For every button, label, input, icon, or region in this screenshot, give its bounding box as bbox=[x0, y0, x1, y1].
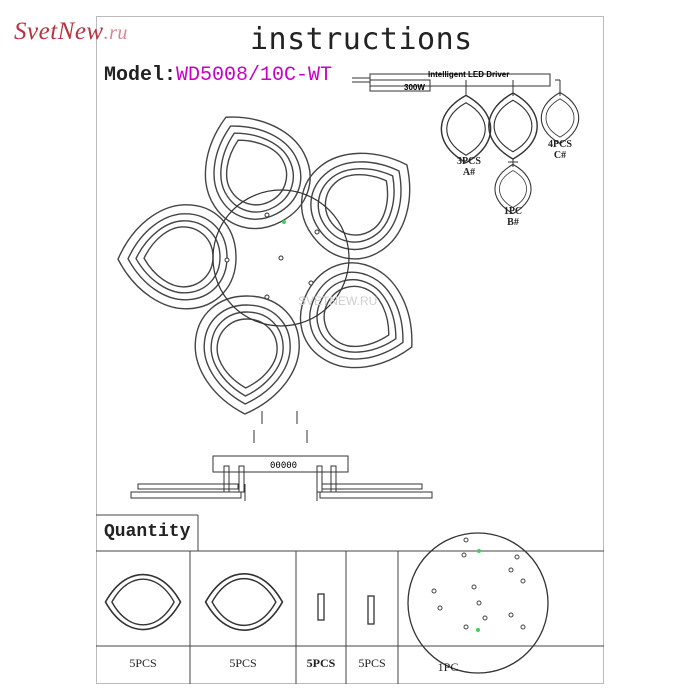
qty-count-b: 5PCS bbox=[229, 656, 257, 670]
document-frame bbox=[96, 16, 604, 684]
module-a bbox=[440, 94, 492, 164]
qty-module-b bbox=[204, 573, 284, 631]
model-line: Model:WD5008/10C-WT bbox=[104, 64, 332, 87]
qty-screw bbox=[317, 593, 325, 621]
module-a-2 bbox=[488, 92, 538, 160]
petal-left bbox=[115, 202, 239, 312]
driver-power: 300W bbox=[404, 83, 425, 92]
qty-count-a: 5PCS bbox=[129, 656, 157, 670]
quantity-title: Quantity bbox=[104, 522, 191, 542]
qty-base-plate bbox=[407, 532, 549, 674]
qty-module-a bbox=[104, 573, 182, 631]
page-title: instructions bbox=[250, 22, 473, 57]
driver-name: Intelligent LED Driver bbox=[428, 70, 509, 79]
qty-count-rod: 5PCS bbox=[358, 656, 386, 670]
qty-count-plate: 1PC bbox=[437, 660, 459, 674]
base-connector-label: 00000 bbox=[270, 461, 297, 471]
svetnew-logo: SvetNew.ru bbox=[14, 18, 128, 45]
qty-count-screw: 5PCS bbox=[306, 656, 336, 670]
watermark: SVETNEW.RU bbox=[298, 294, 377, 308]
petal-top-right bbox=[281, 123, 440, 280]
model-label: Model: bbox=[104, 64, 177, 87]
model-value: WD5008/10C-WT bbox=[176, 64, 333, 87]
qty-rod bbox=[367, 595, 375, 625]
module-c bbox=[540, 91, 580, 145]
petal-bottom-right bbox=[282, 245, 437, 394]
petal-bottom bbox=[192, 293, 302, 417]
canopy-profile bbox=[212, 455, 349, 473]
base-plate-circle bbox=[212, 189, 350, 327]
